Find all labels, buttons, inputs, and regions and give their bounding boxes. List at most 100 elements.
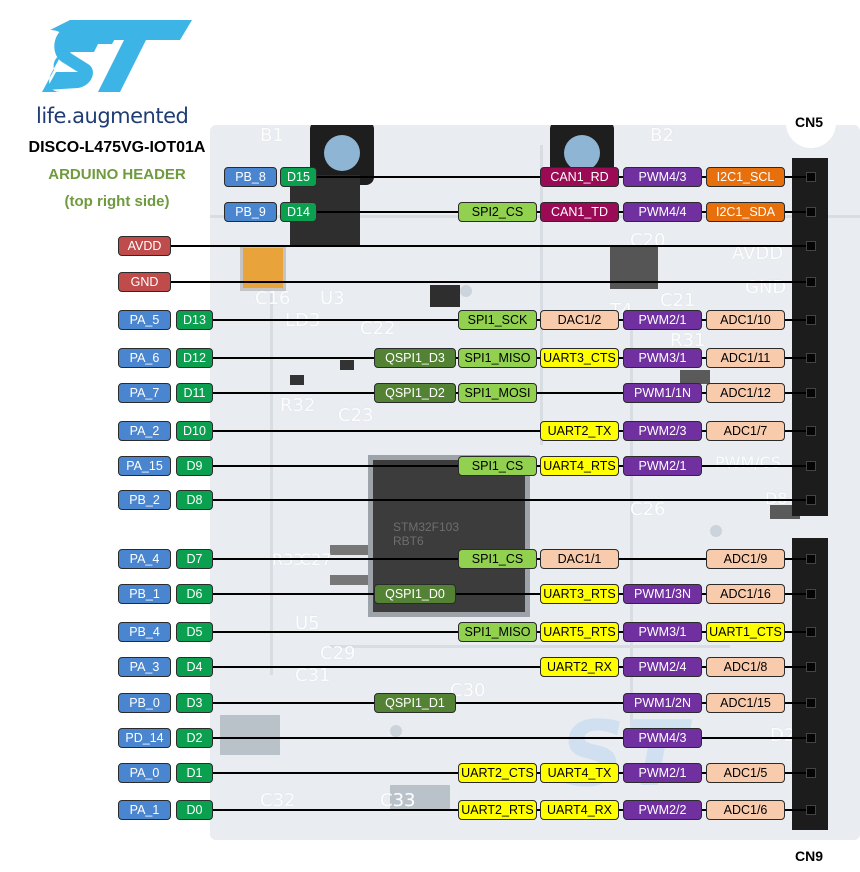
arduino-pin-label: D2 <box>176 728 213 748</box>
pin-function-label: PWM4/3 <box>623 728 702 748</box>
pin-connection-line <box>213 593 812 595</box>
connector-cn5-label: CN5 <box>795 114 824 130</box>
pin-function-label: PWM3/1 <box>623 622 702 642</box>
pin-function-label: I2C1_SCL <box>706 167 785 187</box>
pin-function-label: PWM2/4 <box>623 657 702 677</box>
pin-function-label: QSPI1_D0 <box>374 584 456 604</box>
pin-function-label: ADC1/9 <box>706 549 785 569</box>
pin-function-label: DAC1/1 <box>540 549 619 569</box>
pin-connection-line <box>213 499 812 501</box>
header-pin <box>806 554 816 564</box>
arduino-pin-label: D1 <box>176 763 213 783</box>
pin-function-label: PWM2/1 <box>623 456 702 476</box>
logo-tagline: life.augmented <box>36 104 189 128</box>
pin-function-label: PWM2/3 <box>623 421 702 441</box>
header-pin <box>806 461 816 471</box>
pin-function-label: ADC1/15 <box>706 693 785 713</box>
pin-function-label: ADC1/10 <box>706 310 785 330</box>
port-pin-label: PA_15 <box>118 456 171 476</box>
pin-function-label: SPI1_CS <box>458 456 537 476</box>
header-pin <box>806 277 816 287</box>
port-pin-label: PA_5 <box>118 310 171 330</box>
header-pin <box>806 388 816 398</box>
port-pin-label: PB_0 <box>118 693 171 713</box>
header-pin <box>806 768 816 778</box>
arduino-pin-label: D5 <box>176 622 213 642</box>
pin-function-label: UART4_TX <box>540 763 619 783</box>
port-pin-label: PB_1 <box>118 584 171 604</box>
pin-function-label: SPI1_CS <box>458 549 537 569</box>
pin-function-label: UART4_RTS <box>540 456 619 476</box>
pin-function-label: SPI1_MISO <box>458 348 537 368</box>
header-pin <box>806 426 816 436</box>
pin-function-label: ADC1/16 <box>706 584 785 604</box>
pin-connection-line <box>213 666 812 668</box>
pin-connection-line <box>213 430 812 432</box>
pin-connection-line <box>213 737 812 739</box>
pin-function-label: UART2_TX <box>540 421 619 441</box>
header-pin <box>806 207 816 217</box>
arduino-pin-label: D12 <box>176 348 213 368</box>
pin-function-label: UART2_CTS <box>458 763 537 783</box>
pin-function-label: PWM1/1N <box>623 383 702 403</box>
header-subtitle: ARDUINO HEADER <box>48 166 186 183</box>
header-pin <box>806 589 816 599</box>
header-pin <box>806 241 816 251</box>
arduino-pin-label: D7 <box>176 549 213 569</box>
st-watermark: ST <box>560 702 687 807</box>
arduino-pin-label: D6 <box>176 584 213 604</box>
header-position-note: (top right side) <box>64 193 170 210</box>
header-pin <box>806 698 816 708</box>
header-pin <box>806 495 816 505</box>
port-pin-label: PA_2 <box>118 421 171 441</box>
pin-function-label: UART2_RX <box>540 657 619 677</box>
board-name: DISCO-L475VG-IOT01A <box>28 139 206 156</box>
arduino-pin-label: D11 <box>176 383 213 403</box>
pin-function-label: QSPI1_D3 <box>374 348 456 368</box>
pin-function-label: QSPI1_D1 <box>374 693 456 713</box>
arduino-pin-label: D10 <box>176 421 213 441</box>
pin-function-label: UART4_RX <box>540 800 619 820</box>
pin-function-label: PWM4/3 <box>623 167 702 187</box>
pin-function-label: I2C1_SDA <box>706 202 785 222</box>
connector-cn9-label: CN9 <box>795 848 824 864</box>
arduino-pin-label: D13 <box>176 310 213 330</box>
pin-function-label: PWM3/1 <box>623 348 702 368</box>
st-logo-icon <box>42 20 192 92</box>
pin-function-label: PWM1/2N <box>623 693 702 713</box>
pin-function-label: SPI1_MISO <box>458 622 537 642</box>
arduino-pin-label: D3 <box>176 693 213 713</box>
connector-cn9 <box>792 538 828 830</box>
pin-function-label: UART1_CTS <box>706 622 785 642</box>
pin-function-label: ADC1/5 <box>706 763 785 783</box>
port-pin-label: PB_8 <box>224 167 277 187</box>
arduino-pin-label: D14 <box>280 202 317 222</box>
arduino-pin-label: D4 <box>176 657 213 677</box>
pin-function-label: PWM4/4 <box>623 202 702 222</box>
pin-function-label: SPI1_MOSI <box>458 383 537 403</box>
power-pin-label: GND <box>118 272 171 292</box>
port-pin-label: PB_2 <box>118 490 171 510</box>
pin-function-label: ADC1/12 <box>706 383 785 403</box>
pin-function-label: UART3_RTS <box>540 584 619 604</box>
port-pin-label: PA_1 <box>118 800 171 820</box>
pin-function-label: UART5_RTS <box>540 622 619 642</box>
port-pin-label: PA_7 <box>118 383 171 403</box>
pin-function-label: SPI1_SCK <box>458 310 537 330</box>
port-pin-label: PA_3 <box>118 657 171 677</box>
pin-function-label: ADC1/11 <box>706 348 785 368</box>
pin-connection-line <box>171 281 812 283</box>
pin-function-label: DAC1/2 <box>540 310 619 330</box>
port-pin-label: PB_4 <box>118 622 171 642</box>
cn5-label-bg <box>786 98 836 148</box>
pin-function-label: UART2_RTS <box>458 800 537 820</box>
header-pin <box>806 353 816 363</box>
pin-function-label: UART3_CTS <box>540 348 619 368</box>
pin-function-label: PWM2/1 <box>623 310 702 330</box>
pin-function-label: SPI2_CS <box>458 202 537 222</box>
port-pin-label: PA_6 <box>118 348 171 368</box>
pin-function-label: PWM1/3N <box>623 584 702 604</box>
port-pin-label: PA_4 <box>118 549 171 569</box>
header-pin <box>806 805 816 815</box>
